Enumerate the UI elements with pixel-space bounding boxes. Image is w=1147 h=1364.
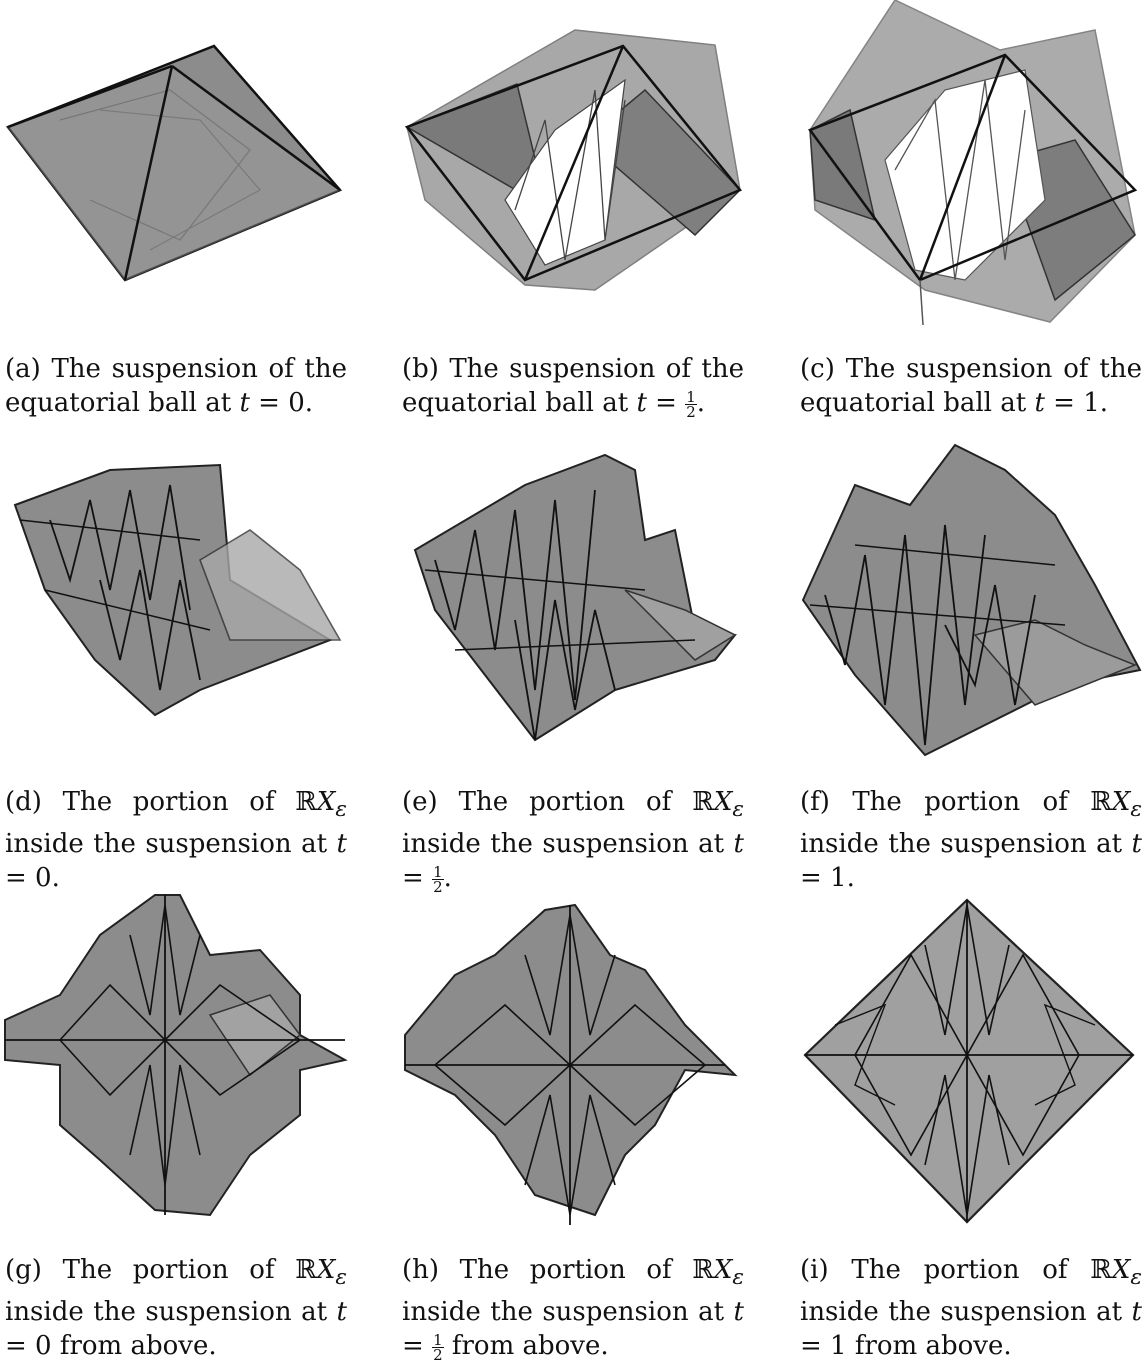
caption-d: (d) The portion of ℝXε inside the suspen… [5,785,347,895]
caption-f: (f) The portion of ℝXε inside the suspen… [800,785,1142,895]
caption-h: (h) The portion of ℝXε inside the suspen… [402,1253,744,1363]
suspension-t-half-drawing [395,0,755,340]
caption-b: (b) The suspension of the equatorial bal… [402,352,744,420]
panel-e [395,450,755,750]
suspension-t1-drawing [795,0,1147,340]
panel-i [795,895,1147,1245]
panel-c [795,0,1147,340]
caption-i: (i) The portion of ℝXε inside the suspen… [800,1253,1142,1363]
caption-e: (e) The portion of ℝXε inside the suspen… [402,785,744,895]
panel-h [395,895,755,1245]
portion-t-half-above-drawing [395,895,755,1245]
caption-c: (c) The suspension of the equatorial bal… [800,352,1142,420]
portion-t-half-drawing [395,450,755,750]
portion-t0-drawing [0,460,360,720]
panel-b [395,0,755,340]
caption-a: (a) The suspension of the equatorial bal… [5,352,347,420]
panel-d [0,460,360,720]
caption-g: (g) The portion of ℝXε inside the suspen… [5,1253,347,1363]
portion-t1-above-drawing [795,895,1147,1245]
panel-f [795,445,1147,765]
portion-t1-drawing [795,445,1147,765]
portion-t0-above-drawing [0,895,360,1245]
panel-a [0,0,360,340]
panel-g [0,895,360,1245]
suspension-t0-drawing [0,0,360,340]
